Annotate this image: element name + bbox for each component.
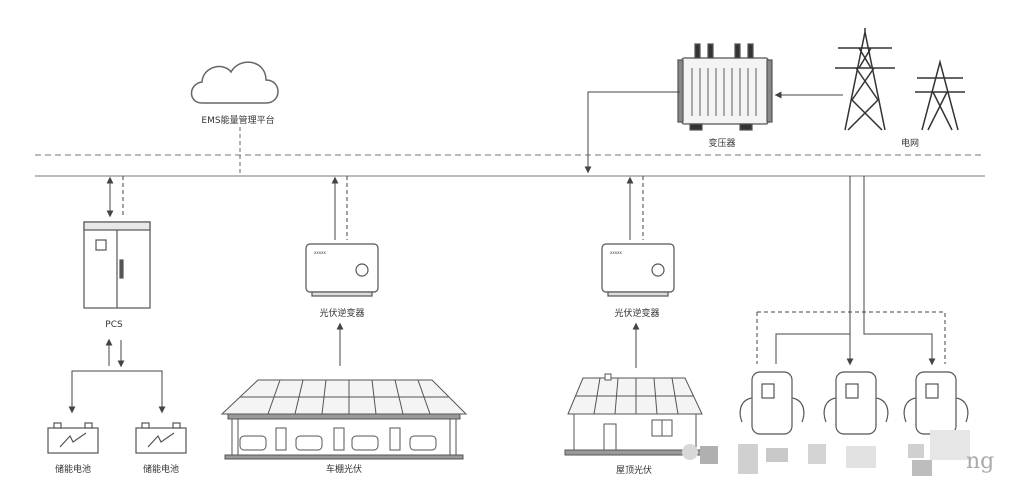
inverter-icon: xxxxx — [305, 243, 379, 297]
ev-charger-icon — [903, 371, 969, 435]
transformer-icon — [677, 43, 773, 131]
ems-label: EMS能量管理平台 — [201, 114, 274, 126]
transformer-to-bus-arrow — [584, 91, 680, 174]
svg-text:xxxxx: xxxxx — [314, 250, 326, 255]
ev-charger-icon — [823, 371, 889, 435]
ev-charger-icon — [739, 371, 805, 435]
battery-branch-arrows — [68, 370, 166, 414]
watermark-text: ng — [966, 449, 994, 474]
battery-icon — [47, 422, 99, 454]
carport-pv-label: 车棚光伏 — [326, 463, 362, 475]
transformer-label: 变压器 — [708, 137, 735, 149]
house-pv-icon — [564, 373, 706, 456]
svg-text:xxxxx: xxxxx — [610, 250, 622, 255]
storage-label-2: 储能电池 — [143, 463, 179, 475]
grid-label: 电网 — [901, 137, 919, 149]
carport-pv-icon — [220, 379, 468, 460]
inverter-label-2: 光伏逆变器 — [614, 307, 659, 319]
pcs-cabinet-icon — [83, 221, 151, 309]
rooftop-pv-label: 屋顶光伏 — [616, 464, 652, 476]
inverter-icon: xxxxx — [601, 243, 675, 297]
battery-icon — [135, 422, 187, 454]
power-tower-icon — [835, 28, 965, 131]
watermark-overlay — [682, 430, 970, 476]
pcs-label: PCS — [105, 320, 123, 330]
inverter-label-1: 光伏逆变器 — [319, 307, 364, 319]
ac-bus — [35, 154, 985, 177]
ems-cloud-icon — [190, 61, 279, 104]
storage-label-1: 储能电池 — [55, 463, 91, 475]
charger-feed-lines — [756, 176, 946, 366]
